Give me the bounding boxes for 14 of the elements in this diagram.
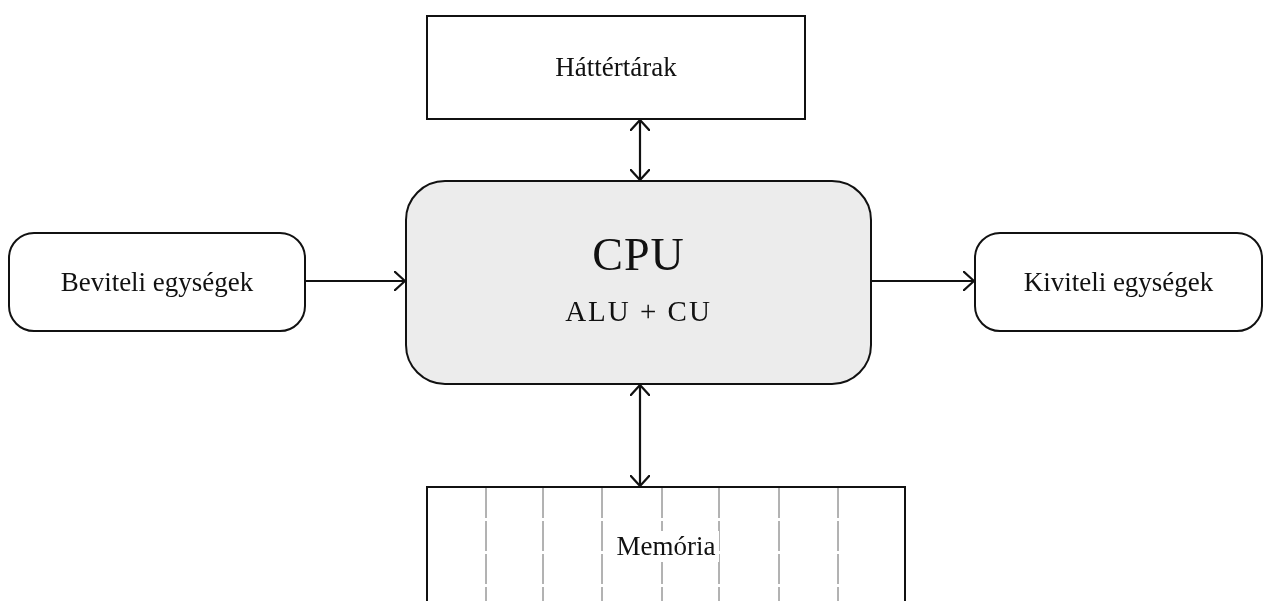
cpu-box	[405, 180, 872, 385]
cpu-title: CPU	[592, 227, 685, 281]
arrow	[306, 269, 407, 293]
node-label: Kiviteli egységek	[1023, 266, 1214, 298]
output-box	[974, 232, 1263, 332]
cpu-components-label: ALU + CU	[565, 294, 712, 328]
storage-box	[426, 15, 806, 120]
arrow	[872, 269, 976, 293]
arrow	[628, 118, 652, 182]
node-label: Beviteli egységek	[60, 266, 254, 298]
input-box	[8, 232, 306, 332]
memory-box	[426, 486, 906, 601]
arrow	[628, 383, 652, 488]
node-label: Háttértárak	[555, 52, 677, 83]
